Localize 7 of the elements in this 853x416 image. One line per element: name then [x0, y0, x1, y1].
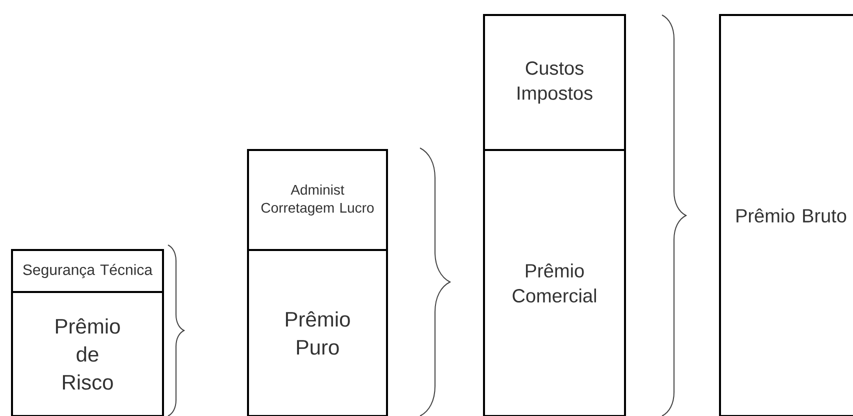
premium-box: Administ Corretagem Lucro: [247, 149, 388, 251]
premium-box: Prêmio Comercial: [483, 149, 626, 416]
premium-box: Prêmio Puro: [247, 249, 388, 416]
premium-box: Prêmio de Risco: [11, 291, 164, 416]
premium-box: Prêmio Bruto: [719, 14, 853, 416]
premium-box: Segurança Técnica: [11, 249, 164, 293]
premium-box: Custos Impostos: [483, 14, 626, 151]
